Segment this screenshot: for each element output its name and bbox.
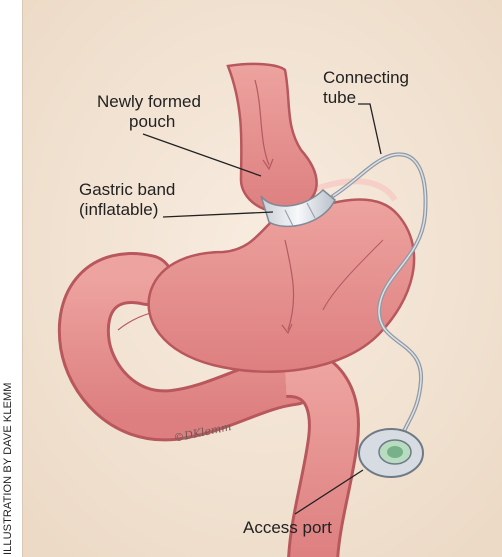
access-port: [359, 429, 423, 477]
illustration-svg: [23, 0, 502, 557]
anatomy-illustration: Connecting tube Newly formed pouch Gastr…: [22, 0, 502, 557]
label-connecting-tube: Connecting tube: [323, 68, 409, 108]
label-access-port: Access port: [243, 518, 332, 538]
label-gastric-band: Gastric band (inflatable): [79, 180, 175, 220]
credit-text: ILLUSTRATION BY DAVE KLEMM: [2, 382, 14, 555]
label-pouch: Newly formed pouch: [97, 92, 201, 132]
illustration-credit: ILLUSTRATION BY DAVE KLEMM: [0, 355, 20, 555]
